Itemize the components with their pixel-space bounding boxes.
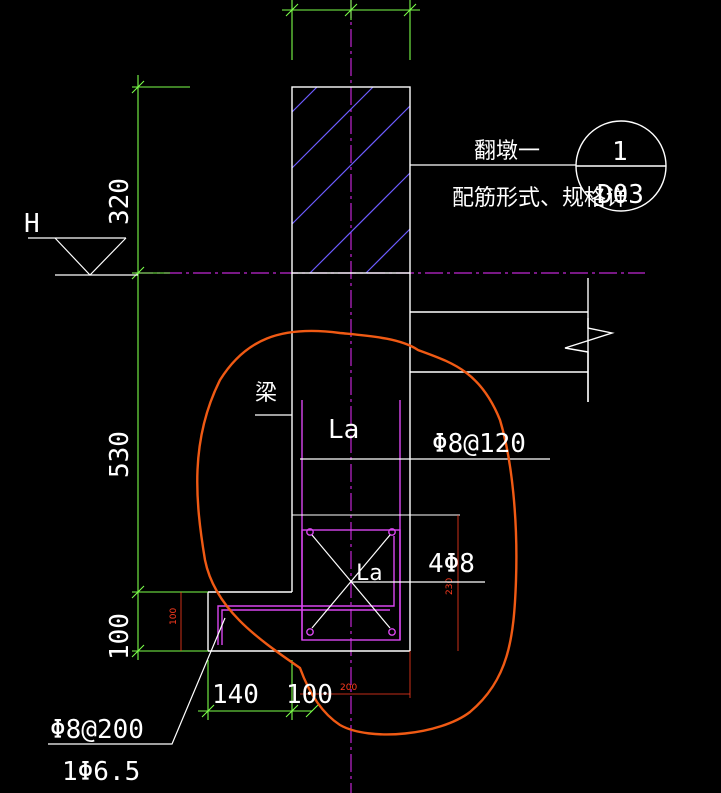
dim-530: 530 (105, 431, 135, 478)
callout-number: 1 (612, 137, 628, 167)
stirrup-top-label: Φ8@120 (432, 429, 526, 459)
rebar-dot-tr (388, 528, 396, 536)
la-mid-label: La (356, 561, 383, 586)
dim-100-bottom: 100 (286, 680, 333, 710)
level-mark-h: H (24, 209, 40, 239)
reinforcement (217, 400, 401, 645)
small-dim-200: 200 (340, 683, 357, 693)
hatch-pattern (291, 86, 411, 274)
rebar-dot-br (388, 628, 396, 636)
bar-small-label: 1Φ6.5 (62, 757, 140, 787)
rebar-dot-tl (306, 528, 314, 536)
rebar-dot-bl (306, 628, 314, 636)
stirrup-bottom-leader (48, 617, 226, 745)
beam-outline (207, 273, 615, 652)
small-dim-230: 230 (445, 578, 455, 595)
pier-note-line2: 配筋形式、规格详 (452, 186, 628, 211)
main-bars-label: 4Φ8 (428, 549, 475, 579)
revision-cloud (196, 329, 518, 736)
upper-pier (291, 86, 411, 274)
bottom-bar-inner (221, 609, 390, 645)
pier-outline (291, 86, 411, 274)
dimensions (131, 0, 420, 720)
leaders (28, 164, 576, 745)
la-top-label: La (328, 415, 359, 445)
stirrup-rectangle (301, 529, 401, 641)
detail-callout: 1 D03 (575, 120, 667, 212)
callout-sheet: D03 (597, 180, 644, 210)
dim-100-left: 100 (105, 613, 135, 660)
beam-label: 梁 (255, 381, 277, 406)
level-mark-triangle (54, 237, 127, 276)
break-line (564, 318, 615, 402)
dim-320: 320 (105, 178, 135, 225)
stirrup-bottom-label: Φ8@200 (50, 715, 144, 745)
small-red-dims (180, 515, 459, 698)
pier-note-line1: 翻墩一 (474, 139, 540, 164)
bottom-bar-hook (217, 536, 395, 645)
small-dim-100: 100 (169, 608, 179, 625)
dim-140: 140 (212, 680, 259, 710)
